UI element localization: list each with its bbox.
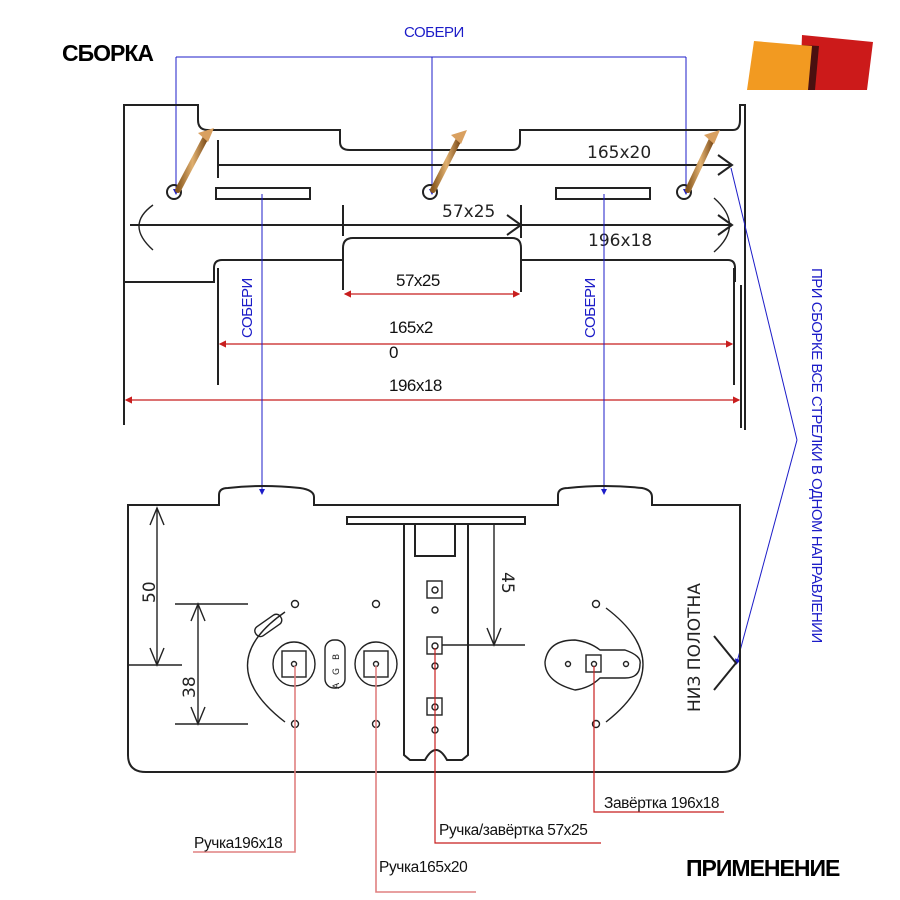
dim-label-165x20-line1: 165x2 (389, 318, 433, 337)
badge-letter-a: A (332, 682, 342, 689)
assemble-label-left: СОБЕРИ (239, 278, 256, 338)
dim-label-165x20-line2: 0 (389, 343, 398, 362)
dim-label-38: 38 (180, 676, 200, 698)
application-heading: ПРИМЕНЕНИЕ (686, 855, 840, 881)
template-top-outline (123, 104, 746, 430)
slot-right (555, 187, 651, 200)
callout-leaders (193, 648, 724, 893)
agb-badge: A G B (324, 639, 346, 689)
screw-center-icon (430, 130, 467, 193)
dim-label-196x18: 196x18 (389, 376, 442, 395)
dimension-45 (442, 524, 525, 647)
guide-label-57x25: 57x25 (442, 202, 495, 222)
badge-letter-g: G (332, 668, 342, 675)
logo-orange-block (747, 41, 812, 90)
dimension-lines-side (124, 290, 741, 404)
callout-handle-196x18: Ручка196x18 (194, 835, 282, 852)
dim-label-45: 45 (497, 572, 517, 594)
brand-logo (747, 35, 873, 90)
assemble-connectors (259, 167, 798, 665)
dimension-50 (128, 506, 182, 667)
callout-latch-196x18: Завёртка 196x18 (604, 795, 719, 812)
callout-handle-latch-57x25: Ручка/завёртка 57x25 (439, 822, 587, 839)
assemble-label-top: СОБЕРИ (404, 24, 464, 41)
handle-196x18-mark (247, 611, 316, 723)
badge-letter-b: B (332, 654, 342, 660)
dimension-38 (175, 602, 248, 726)
arrows-direction-note: ПРИ СБОРКЕ ВСЕ СТРЕЛКИ В ОДНОМ НАПРАВЛЕН… (808, 268, 825, 643)
screw-hole-center (422, 184, 438, 200)
guide-label-165x20: 165x20 (587, 143, 651, 163)
guide-label-196x18: 196x18 (588, 231, 652, 251)
assemble-bracket-top (173, 56, 689, 195)
assemble-label-right: СОБЕРИ (582, 278, 599, 338)
dim-label-57x25: 57x25 (396, 271, 440, 290)
door-bottom-arrow-icon (713, 635, 738, 691)
template-bottom-outline (127, 485, 741, 773)
assembly-heading: СБОРКА (62, 40, 153, 66)
slot-left (215, 187, 311, 200)
screw-hole-left (166, 184, 182, 200)
screw-left-icon (175, 128, 214, 193)
screw-right-icon (685, 130, 720, 193)
screw-hole-right (676, 184, 692, 200)
callout-handle-165x20: Ручка165x20 (379, 859, 468, 876)
door-bottom-label: НИЗ ПОЛОТНА (685, 583, 705, 712)
dim-label-50: 50 (140, 581, 160, 603)
